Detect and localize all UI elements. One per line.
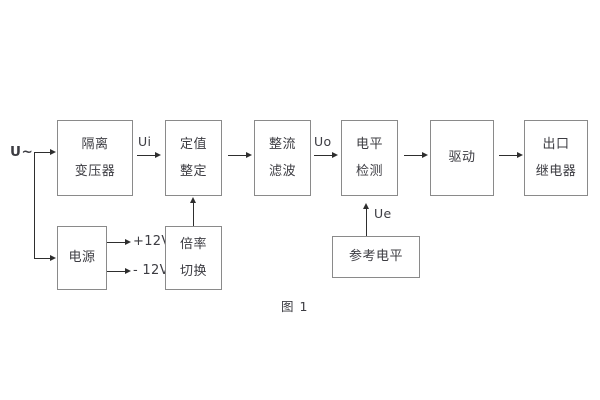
arrow-into-isolation-transformer (50, 148, 56, 155)
block-power-supply: 电源 (57, 226, 107, 290)
block-output-relay: 出口 继电器 (524, 120, 588, 196)
source-label-u-ac: U~ (10, 144, 34, 160)
block-level-detect-line-1: 电平 (355, 136, 383, 152)
arrow-transformer-to-setting (155, 151, 161, 158)
block-setting-value-line-1: 定值 (179, 136, 207, 152)
block-reference-level-line-1: 参考电平 (348, 249, 403, 265)
wire-rail-positive (107, 242, 127, 243)
block-level-detect: 电平 检测 (341, 120, 398, 196)
input-bus-vertical-wire (34, 152, 35, 258)
arrow-rectify-to-level-detect (332, 151, 338, 158)
block-multiplier-switch-line-2: 切换 (179, 263, 207, 279)
input-bus-branch-to-power-supply (34, 258, 52, 259)
wire-rectify-to-level-detect (314, 155, 334, 156)
block-multiplier-switch-line-1: 倍率 (179, 236, 207, 252)
block-drive: 驱动 (430, 120, 494, 196)
block-power-supply-line-1: 电源 (68, 250, 96, 266)
block-isolation-transformer-line-2: 变压器 (74, 163, 116, 179)
wire-transformer-to-setting (137, 155, 157, 156)
wire-rail-negative (107, 271, 127, 272)
block-rectify-filter-line-2: 滤波 (268, 163, 296, 179)
wire-setting-to-rectify (228, 155, 248, 156)
block-rectify-filter: 整流 滤波 (254, 120, 311, 196)
block-output-relay-line-1: 出口 (542, 136, 570, 152)
figure-caption: 图 1 (281, 299, 309, 314)
block-output-relay-line-2: 继电器 (535, 163, 577, 179)
wire-level-detect-to-drive (404, 155, 424, 156)
signal-label-ui: Ui (138, 134, 152, 149)
block-rectify-filter-line-1: 整流 (268, 136, 296, 152)
block-isolation-transformer: 隔离 变压器 (57, 120, 133, 196)
arrow-drive-to-output-relay (517, 151, 523, 158)
arrow-rail-positive (125, 238, 131, 245)
wire-drive-to-output-relay (499, 155, 519, 156)
input-bus-branch-to-transformer (34, 152, 52, 153)
block-setting-value: 定值 整定 (165, 120, 222, 196)
arrow-setting-to-rectify (246, 151, 252, 158)
rail-label-positive-12v: +12V (133, 234, 171, 249)
arrow-into-power-supply (50, 254, 56, 261)
wire-reference-level-to-level-detect (366, 208, 367, 236)
arrow-reference-level-to-level-detect (362, 203, 369, 209)
block-isolation-transformer-line-1: 隔离 (81, 136, 109, 152)
block-drive-line-1: 驱动 (448, 150, 476, 166)
block-level-detect-line-2: 检测 (355, 163, 383, 179)
signal-label-uo: Uo (314, 134, 332, 149)
block-multiplier-switch: 倍率 切换 (165, 226, 222, 290)
signal-label-ue: Ue (374, 206, 392, 221)
rail-label-negative-12v: - 12V (133, 263, 169, 278)
wire-multiplier-switch-to-setting (193, 202, 194, 226)
arrow-multiplier-switch-to-setting (189, 197, 196, 203)
arrow-rail-negative (125, 267, 131, 274)
block-setting-value-line-2: 整定 (179, 163, 207, 179)
block-reference-level: 参考电平 (332, 236, 420, 278)
arrow-level-detect-to-drive (422, 151, 428, 158)
